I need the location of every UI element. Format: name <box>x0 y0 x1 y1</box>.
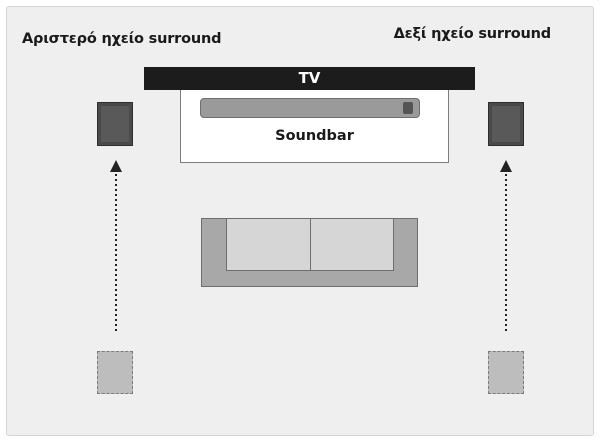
right-surround-label: Δεξί ηχείο surround <box>393 26 552 42</box>
left-surround-speaker-icon <box>97 102 133 146</box>
right-speaker-original-position-icon <box>488 351 524 394</box>
soundbar-icon <box>200 98 420 118</box>
soundbar-label: Soundbar <box>275 128 354 144</box>
tv-bar: TV <box>144 67 475 90</box>
sofa-icon <box>201 218 418 287</box>
diagram-frame: Αριστερό ηχείο surround Δεξί ηχείο surro… <box>6 6 594 436</box>
left-surround-label: Αριστερό ηχείο surround <box>22 31 222 47</box>
right-surround-speaker-icon <box>488 102 524 146</box>
sofa-cushion-left <box>227 219 310 270</box>
left-speaker-original-position-icon <box>97 351 133 394</box>
soundbar-area: Soundbar <box>180 90 449 163</box>
sofa-cushion-right <box>309 219 394 270</box>
left-dotted-arrow-icon <box>110 160 122 332</box>
sofa-seat <box>226 219 394 271</box>
right-dotted-arrow-icon <box>500 160 512 332</box>
soundbar-end-cap <box>403 102 413 114</box>
